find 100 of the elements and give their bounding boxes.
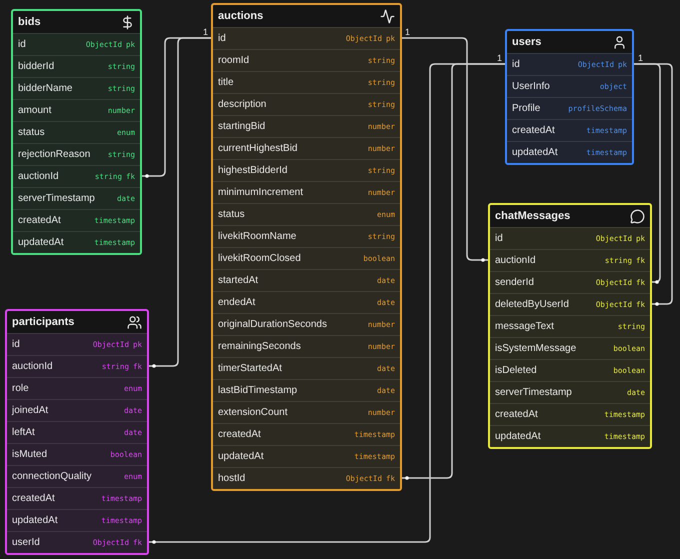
table-row bbox=[507, 119, 632, 141]
field-name: bidderName bbox=[18, 82, 72, 96]
field-name: isDeleted bbox=[495, 364, 537, 378]
field-name: startingBid bbox=[218, 120, 266, 134]
table-row bbox=[490, 271, 650, 293]
field-name: startedAt bbox=[218, 274, 258, 288]
table-row bbox=[7, 443, 147, 465]
table-row bbox=[7, 333, 147, 355]
field-name: Profile bbox=[512, 102, 540, 116]
field-name: originalDurationSeconds bbox=[218, 318, 327, 332]
table-row bbox=[213, 115, 400, 137]
table-row bbox=[13, 33, 140, 55]
table-row bbox=[13, 99, 140, 121]
field-name: messageText bbox=[495, 320, 554, 334]
table-row bbox=[213, 159, 400, 181]
relation-line bbox=[400, 37, 490, 262]
table-row bbox=[13, 209, 140, 231]
field-name: joinedAt bbox=[12, 404, 48, 418]
table-row bbox=[13, 231, 140, 253]
field-name: endedAt bbox=[218, 296, 256, 310]
table-row bbox=[7, 355, 147, 377]
cardinality-label: 1 bbox=[405, 28, 410, 37]
field-name: currentHighestBid bbox=[218, 142, 298, 156]
field-name: hostId bbox=[218, 472, 246, 486]
relation-line bbox=[147, 63, 507, 544]
table-row bbox=[213, 379, 400, 401]
table-row bbox=[490, 425, 650, 447]
field-name: connectionQuality bbox=[12, 470, 92, 484]
field-name: highestBidderId bbox=[218, 164, 288, 178]
table-row bbox=[13, 121, 140, 143]
table-row bbox=[7, 421, 147, 443]
table-row bbox=[213, 181, 400, 203]
table-card bbox=[5, 309, 149, 555]
field-name: auctionId bbox=[12, 360, 53, 374]
table-row bbox=[507, 53, 632, 75]
field-name: role bbox=[12, 382, 29, 396]
field-name: roomId bbox=[218, 54, 250, 68]
field-name: createdAt bbox=[495, 408, 538, 422]
table-row bbox=[213, 291, 400, 313]
field-name: minimumIncrement bbox=[218, 186, 304, 200]
relation-line bbox=[147, 37, 213, 368]
field-name: extensionCount bbox=[218, 406, 288, 420]
table-row bbox=[213, 203, 400, 225]
field-name: amount bbox=[18, 104, 52, 118]
table-row bbox=[213, 247, 400, 269]
field-name: id bbox=[18, 38, 26, 52]
field-name: status bbox=[218, 208, 245, 222]
field-name: description bbox=[218, 98, 266, 112]
field-name: createdAt bbox=[512, 124, 555, 138]
table-row bbox=[13, 165, 140, 187]
table-row bbox=[13, 55, 140, 77]
table-row bbox=[13, 187, 140, 209]
table-row bbox=[7, 377, 147, 399]
field-name: createdAt bbox=[12, 492, 55, 506]
table-row bbox=[213, 401, 400, 423]
field-name: auctionId bbox=[18, 170, 59, 184]
field-name: isMuted bbox=[12, 448, 48, 462]
table-row bbox=[490, 381, 650, 403]
table-row bbox=[7, 399, 147, 421]
table-card bbox=[488, 203, 652, 449]
table-card bbox=[211, 3, 402, 491]
field-name: createdAt bbox=[218, 428, 261, 442]
table-row bbox=[213, 27, 400, 49]
field-name: userId bbox=[12, 536, 40, 550]
table-title: users bbox=[512, 34, 542, 50]
table-row bbox=[7, 465, 147, 487]
table-row bbox=[213, 467, 400, 489]
field-name: updatedAt bbox=[218, 450, 264, 464]
field-name: deletedByUserId bbox=[495, 298, 569, 312]
field-name: livekitRoomName bbox=[218, 230, 296, 244]
field-name: remainingSeconds bbox=[218, 340, 301, 354]
field-name: id bbox=[495, 232, 503, 246]
table-row bbox=[213, 313, 400, 335]
field-name: UserInfo bbox=[512, 80, 550, 94]
field-name: serverTimestamp bbox=[18, 192, 95, 206]
field-name: livekitRoomClosed bbox=[218, 252, 301, 266]
field-name: updatedAt bbox=[495, 430, 541, 444]
table-row bbox=[213, 269, 400, 291]
table-row bbox=[213, 49, 400, 71]
table-row bbox=[7, 509, 147, 531]
field-name: updatedAt bbox=[12, 514, 58, 528]
table-card bbox=[505, 29, 634, 165]
table-row bbox=[213, 445, 400, 467]
field-name: timerStartedAt bbox=[218, 362, 282, 376]
field-name: lastBidTimestamp bbox=[218, 384, 298, 398]
table-row bbox=[213, 71, 400, 93]
table-row bbox=[490, 359, 650, 381]
table-row bbox=[490, 227, 650, 249]
field-name: id bbox=[512, 58, 520, 72]
table-row bbox=[213, 137, 400, 159]
field-name: bidderId bbox=[18, 60, 54, 74]
cardinality-label: 1 bbox=[638, 54, 644, 63]
table-row bbox=[490, 315, 650, 337]
table-row bbox=[13, 77, 140, 99]
field-name: rejectionReason bbox=[18, 148, 90, 162]
table-row bbox=[7, 531, 147, 553]
table-title: chatMessages bbox=[495, 208, 570, 224]
field-name: status bbox=[18, 126, 45, 140]
table-title: participants bbox=[12, 314, 74, 330]
cardinality-label: 1 bbox=[203, 28, 208, 37]
